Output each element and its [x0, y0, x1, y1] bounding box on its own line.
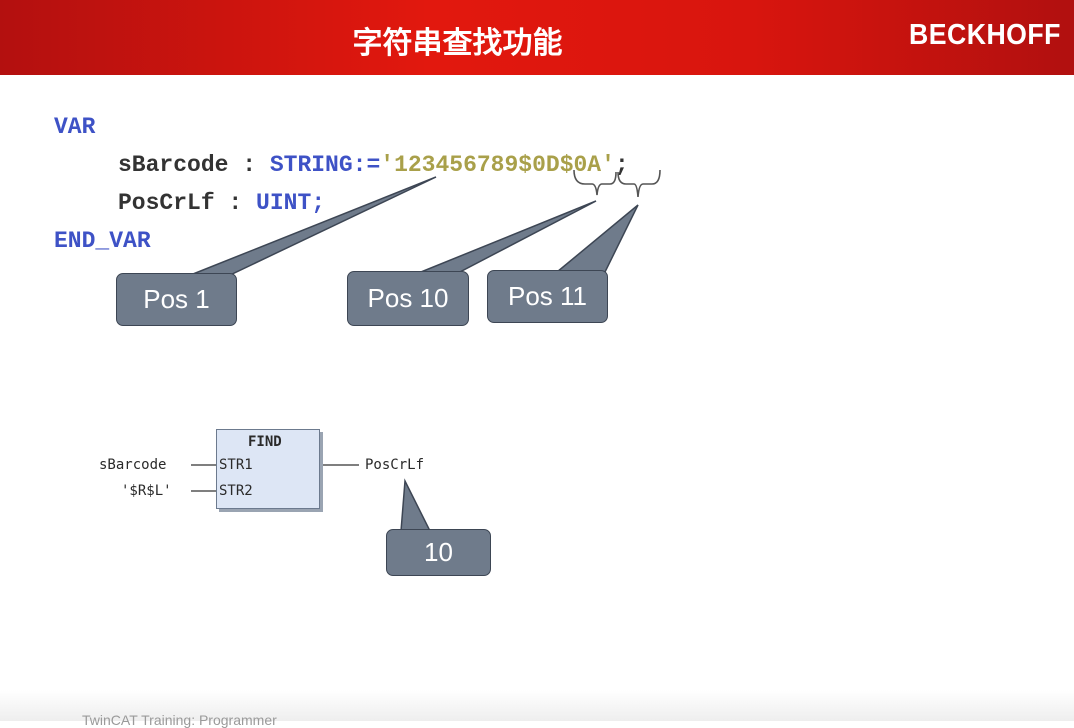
fb-output-poscrlf: PosCrLf	[365, 457, 425, 473]
fb-name: FIND	[248, 434, 282, 450]
slide-title: 字符串查找功能	[352, 26, 563, 61]
string-literal: '123456789$0D$0A'	[380, 152, 615, 178]
beckhoff-logo: BECKHOFF	[909, 19, 1061, 51]
var-keyword: VAR	[54, 114, 96, 140]
type-name: UINT;	[256, 190, 326, 216]
code-line-sbarcode: sBarcode : STRING:='123456789$0D$0A';	[118, 152, 629, 178]
var-name: PosCrLf	[118, 190, 215, 216]
callout-pos-11: Pos 11	[487, 270, 608, 323]
fb-input-crlf: '$R$L'	[121, 483, 172, 499]
fb-pin-str1: STR1	[219, 457, 253, 473]
fb-input-sbarcode: sBarcode	[99, 457, 167, 473]
callout-pos-1: Pos 1	[116, 273, 237, 326]
end-var-keyword: END_VAR	[54, 228, 151, 254]
find-function-block	[216, 429, 320, 509]
separator: :	[214, 190, 257, 216]
callout-pos-10: Pos 10	[347, 271, 469, 326]
brace-0a	[617, 169, 661, 198]
terminator: ;	[614, 152, 629, 178]
separator: :	[228, 152, 270, 178]
brace-0d	[573, 169, 617, 196]
callout-result: 10	[386, 529, 491, 576]
footer-text: TwinCAT Training: Programmer	[82, 712, 277, 728]
type-name: STRING:=	[269, 152, 381, 178]
title-bar	[0, 0, 1074, 75]
code-line-poscrlf: PosCrLf : UINT;	[118, 190, 325, 216]
result-pointer	[400, 478, 432, 532]
var-name: sBarcode	[118, 152, 229, 178]
fb-pin-str2: STR2	[219, 483, 253, 499]
footer-bar	[0, 690, 1074, 721]
